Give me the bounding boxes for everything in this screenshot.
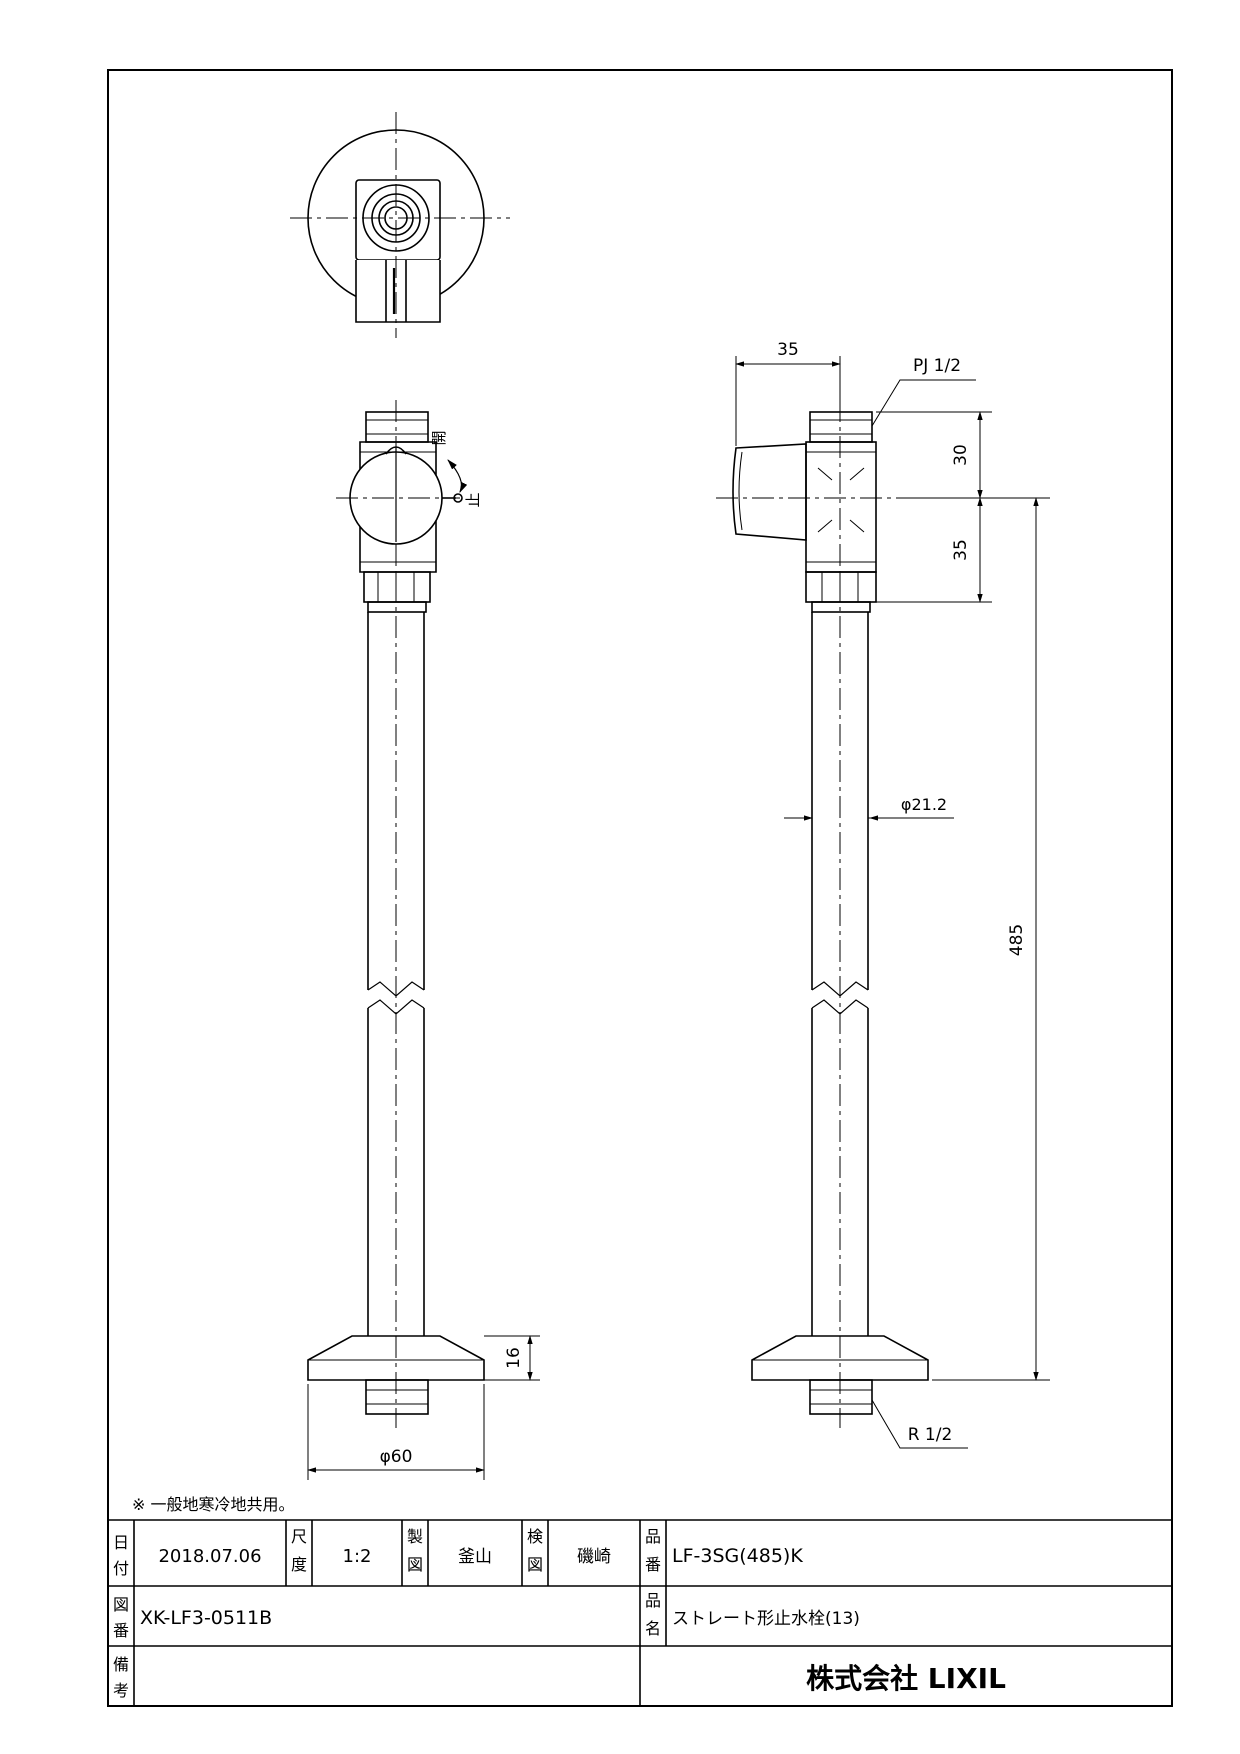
front-view [307,400,540,1480]
label-stop: 止 [464,492,482,507]
label-drawn: 製 [407,1527,423,1546]
general-note: ※ 一般地寒冷地共用。 [132,1495,295,1514]
company-name: 株式会社 LIXIL [806,1662,1006,1695]
label-scale-2: 度 [291,1555,307,1574]
drawing-frame [107,69,1173,1707]
value-drawing-no: XK-LF3-0511B [140,1607,272,1629]
value-part-no: LF-3SG(485)K [672,1545,803,1567]
label-part-no-2: 番 [645,1555,661,1574]
dim-35: 35 [951,539,971,561]
value-drawn-by: 釜山 [458,1547,492,1567]
value-part-name: ストレート形止水栓(13) [672,1609,860,1629]
label-part-name: 品 [645,1591,661,1610]
label-date: 日 [113,1533,129,1552]
label-drawing-no: 図 [113,1595,129,1614]
label-part-name-2: 名 [645,1619,661,1638]
dim-pipe-diameter: φ21.2 [901,795,947,814]
value-date: 2018.07.06 [158,1546,261,1567]
label-drawing-no-2: 番 [113,1621,129,1640]
label-checked-2: 図 [527,1555,543,1574]
label-date-2: 付 [113,1559,129,1578]
value-scale: 1:2 [343,1546,372,1567]
label-remarks-2: 考 [113,1681,129,1700]
label-open: 開 [430,430,448,445]
dim-30: 30 [951,444,971,466]
top-view [290,112,510,338]
label-drawn-2: 図 [407,1555,423,1574]
dim-flange-diameter: φ60 [380,1447,413,1467]
dim-thread-bottom: R 1/2 [908,1425,953,1445]
dim-thread-top: PJ 1/2 [913,356,961,376]
label-scale: 尺 [291,1527,307,1546]
label-remarks: 備 [113,1655,129,1674]
dim-top-width: 35 [777,340,799,360]
value-checked-by: 磯崎 [577,1547,611,1567]
title-block [108,1519,1172,1706]
dim-total-length: 485 [1007,924,1027,956]
label-checked: 検 [527,1527,543,1546]
dim-flange-height: 16 [504,1347,524,1369]
label-part-no: 品 [645,1527,661,1546]
side-view [716,356,1050,1449]
